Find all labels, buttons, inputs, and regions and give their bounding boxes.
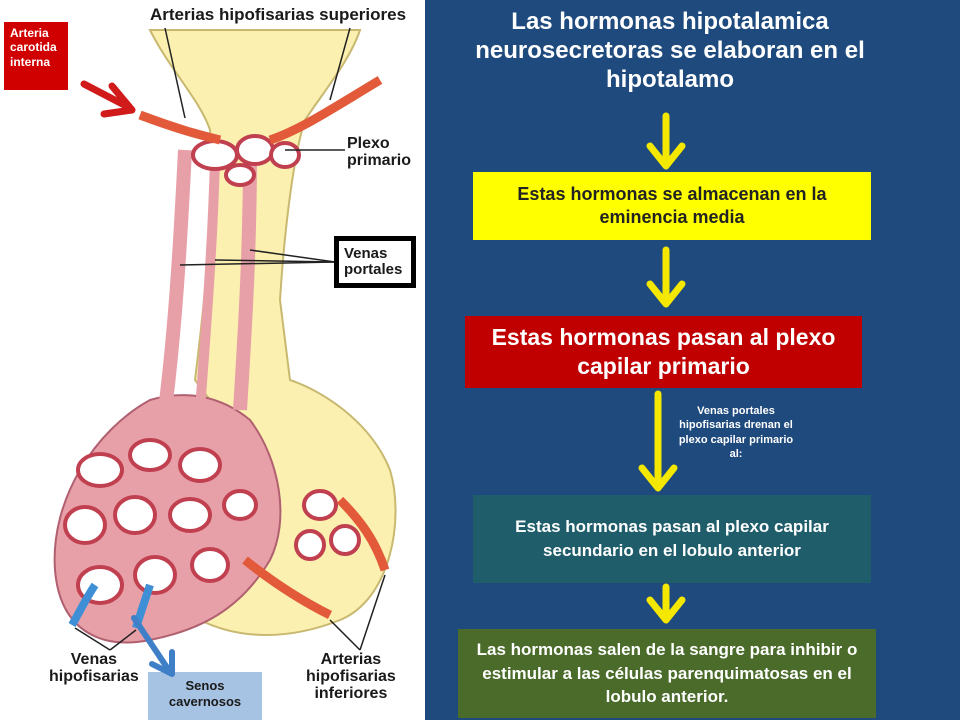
superior-artery-left [138, 110, 222, 145]
label-primary-plexus: Plexo primario [347, 135, 412, 169]
inferior-artery-right [336, 496, 390, 572]
label-superior-arteries: Arterias hipofisarias superiores [150, 5, 407, 24]
flow-note-portal-veins: Venas portales hipofisarias drenan el pl… [678, 405, 794, 460]
portal-vessel-mid [195, 159, 220, 411]
primary-plexus [191, 134, 301, 187]
label-portal-veins: Venas portales [344, 245, 403, 278]
portal-vessel-right [233, 149, 257, 411]
flow-step-secondary-plexus-text: Estas hormonas pasan al plexo capilar se… [515, 517, 829, 560]
flow-step-release-text: Las hormonas salen de la sangre para inh… [476, 639, 858, 707]
superior-artery-right [268, 76, 383, 145]
flow-step-primary-plexus: Estas hormonas pasan al plexo capilar pr… [465, 316, 862, 388]
flow-step-storage-text: Estas hormonas se almacenan en la eminen… [517, 183, 827, 227]
inferior-artery-left [242, 556, 333, 620]
pituitary-drawing [53, 27, 397, 651]
label-inferior-arteries: Arterias hipofisarias inferiores [306, 651, 396, 702]
flow-step-release: Las hormonas salen de la sangre para inh… [458, 629, 876, 718]
label-hypophyseal-veins: Venas hipofisarias [49, 651, 139, 685]
portal-veins-highlight-box [334, 236, 416, 288]
flow-step-secondary-plexus: Estas hormonas pasan al plexo capilar se… [473, 495, 871, 583]
tag-cavernous-sinus: Senos cavernosos [148, 672, 262, 720]
tag-internal-carotid: Arteria carotida interna [4, 22, 68, 90]
portal-vessel-left [158, 149, 192, 411]
flow-title: Las hormonas hipotalamica neurosecretora… [475, 8, 865, 93]
pituitary-illustration: Arterias hipofisarias superiores Plexo p… [0, 0, 425, 720]
hypophyseal-vein-left [68, 582, 99, 628]
leader-lines [74, 27, 386, 651]
flow-step-primary-plexus-text: Estas hormonas pasan al plexo capilar pr… [491, 324, 836, 379]
flow-step-storage: Estas hormonas se almacenan en la eminen… [473, 172, 871, 240]
